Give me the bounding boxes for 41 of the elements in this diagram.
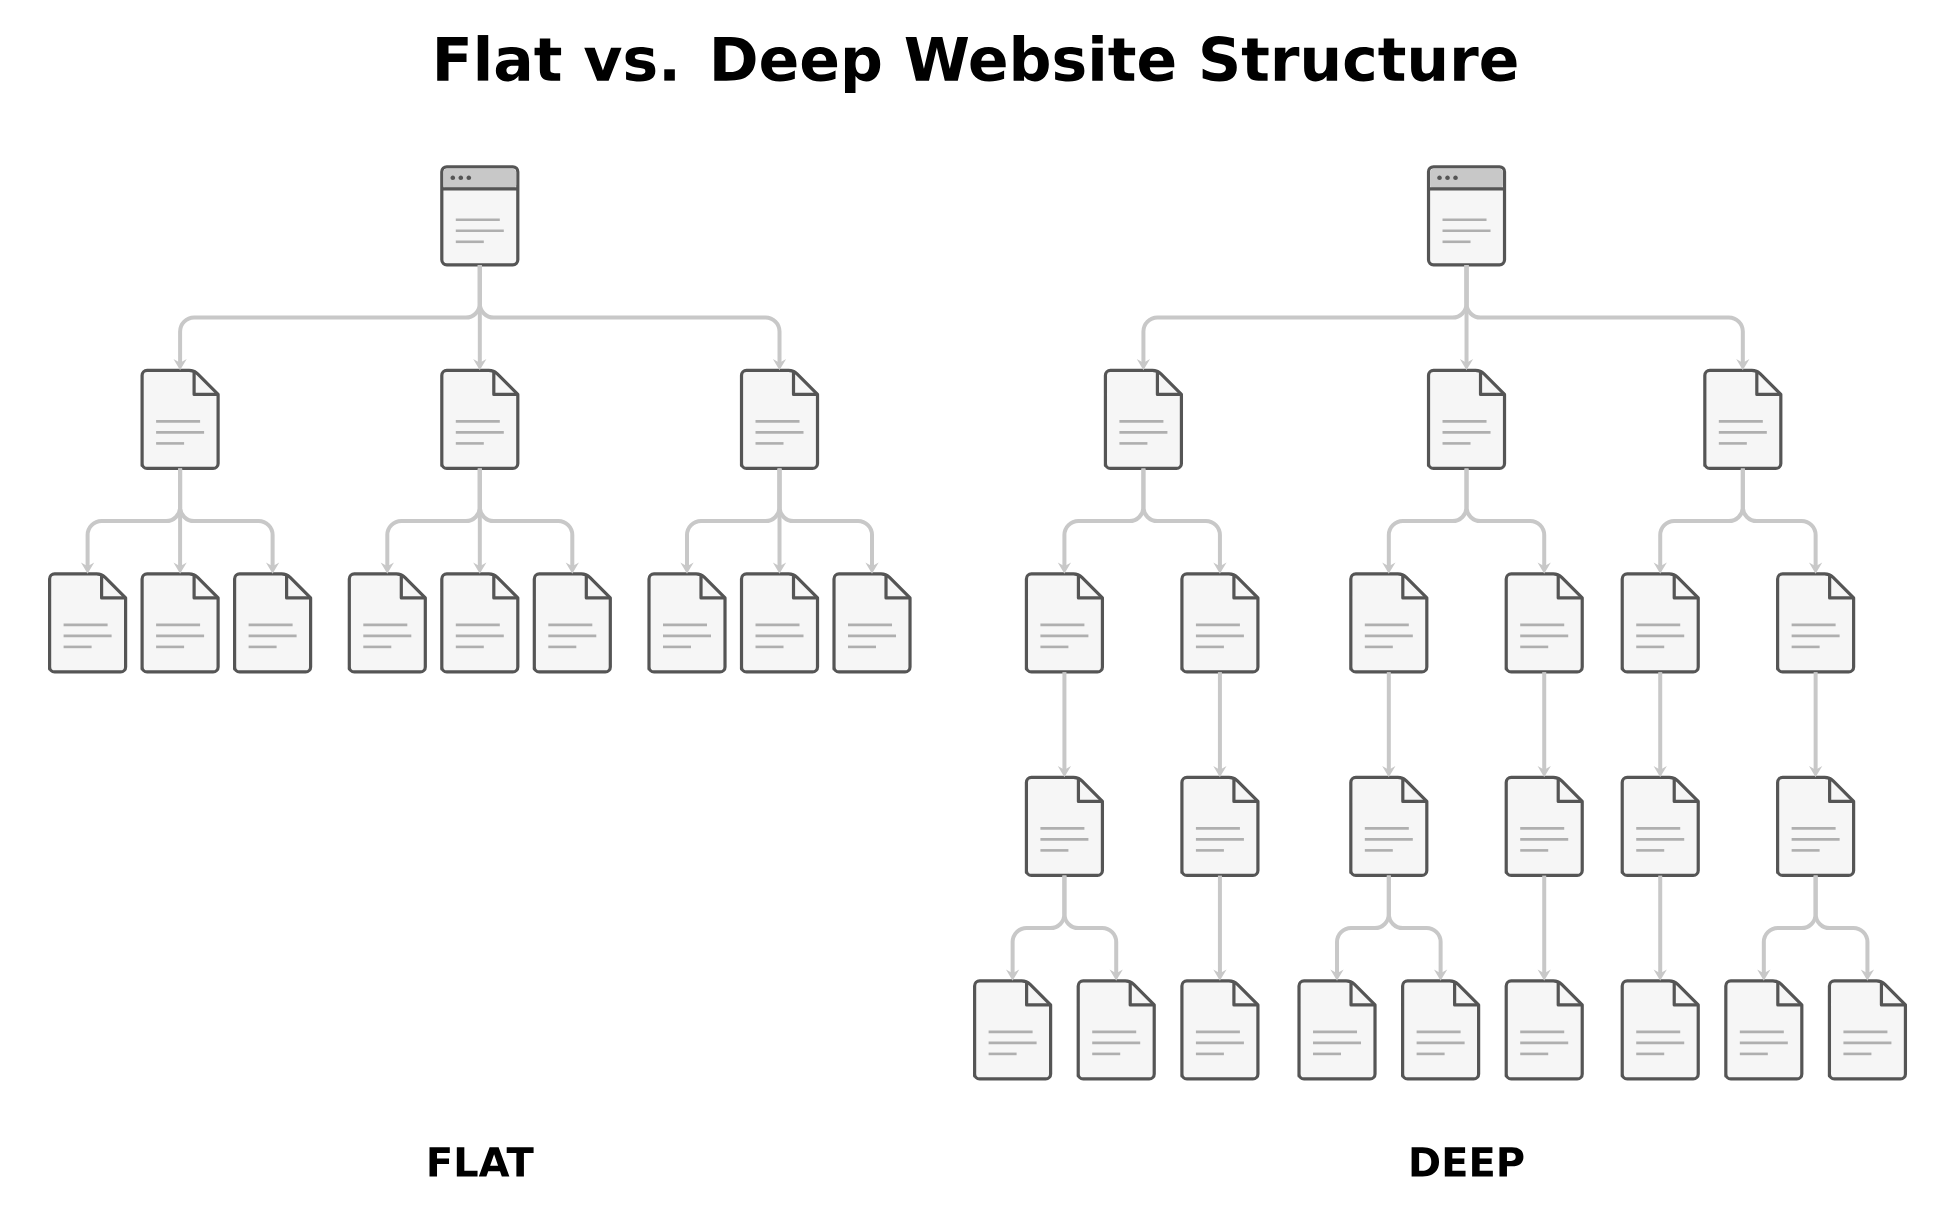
document-icon (1776, 572, 1856, 674)
document-icon (140, 368, 220, 470)
document-icon (440, 572, 520, 674)
document-icon (1349, 775, 1429, 877)
document-icon (1504, 979, 1584, 1081)
document-icon (48, 572, 128, 674)
document-icon (1504, 572, 1584, 674)
browser-window-icon (440, 165, 520, 267)
document-icon (1180, 572, 1260, 674)
document-icon (1401, 979, 1481, 1081)
document-icon (532, 572, 612, 674)
document-icon (1827, 979, 1908, 1081)
document-icon (832, 572, 912, 674)
document-icon (1620, 979, 1700, 1081)
document-icon (1703, 368, 1783, 470)
document-icon (233, 572, 313, 674)
document-icon (1776, 775, 1856, 877)
document-icon (1620, 572, 1700, 674)
document-icon (1426, 368, 1507, 470)
document-icon (739, 368, 820, 470)
document-icon (739, 572, 820, 674)
document-icon (1724, 979, 1804, 1081)
section-label: FLAT (429, 1147, 534, 1177)
document-icon (1024, 775, 1104, 877)
document-icon (1297, 979, 1377, 1081)
document-icon (1504, 775, 1584, 877)
document-icon (1076, 979, 1156, 1081)
document-icon (647, 572, 727, 674)
document-icon (973, 979, 1053, 1081)
document-icon (1349, 572, 1429, 674)
document-icon (1620, 775, 1700, 877)
document-icon (140, 572, 220, 674)
title: Flat vs. Deep Website Structure (437, 35, 1517, 94)
document-icon (440, 368, 520, 470)
document-icon (1024, 572, 1104, 674)
document-icon (1180, 979, 1260, 1081)
document-icon (1180, 775, 1260, 877)
section-label: DEEP (1411, 1147, 1524, 1177)
browser-window-icon (1426, 165, 1507, 267)
document-icon (347, 572, 427, 674)
document-icon (1103, 368, 1183, 470)
